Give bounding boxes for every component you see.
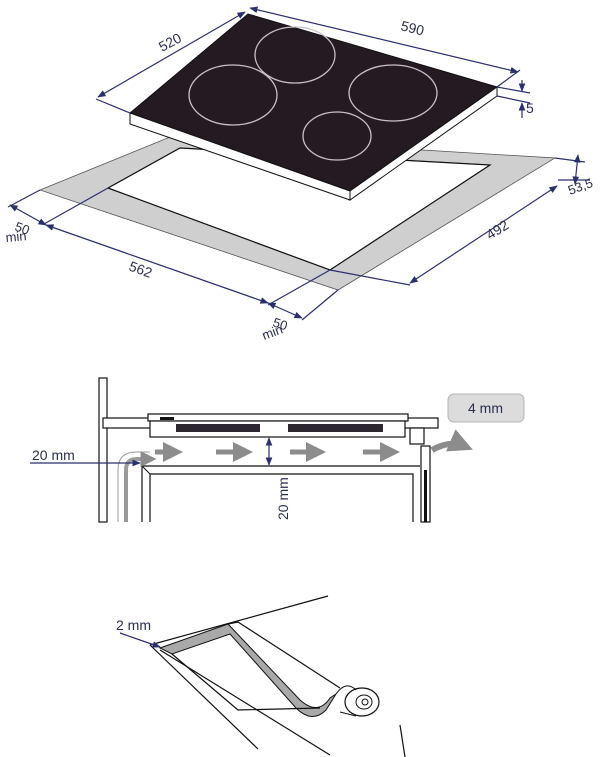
- hob-glass-top: [129, 13, 499, 192]
- cutout-height-label: 53,5: [566, 175, 595, 198]
- front-clearance-value: 50: [271, 315, 289, 334]
- left-clearance-value: 50: [13, 219, 32, 238]
- left-clearance-unit: min: [5, 228, 27, 245]
- seal-strip: [158, 623, 337, 717]
- cutout-width-label: 562: [127, 258, 155, 281]
- figure-ventilation: 20 mm 20 mm 4 mm: [30, 377, 525, 523]
- front-gap-label: 20 mm: [32, 447, 75, 463]
- cutout-depth-label: 492: [483, 216, 511, 242]
- hob-width-label: 590: [399, 17, 426, 38]
- figure-hob-cutout: 520 590 5 53,5 492 562 50 min 50: [5, 6, 595, 343]
- rear-gap-label: 4 mm: [468, 400, 503, 416]
- front-clearance-unit: min: [260, 322, 285, 343]
- wall: [98, 377, 108, 523]
- cooking-zone: [302, 111, 372, 161]
- hob-depth-label: 520: [156, 29, 184, 54]
- hob-thickness-label: 5: [526, 100, 534, 116]
- vertical-gap-label: 20 mm: [275, 477, 291, 520]
- rear-gap-badge: [447, 393, 525, 423]
- seal-thickness-label: 2 mm: [116, 617, 151, 633]
- hob-glass: [147, 413, 409, 422]
- figure-seal: 2 mm: [116, 595, 406, 757]
